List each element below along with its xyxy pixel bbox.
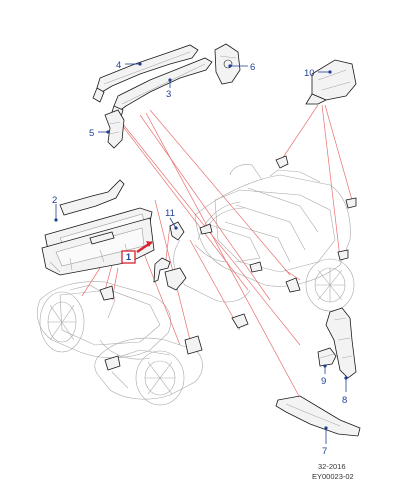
part-bracket-8 xyxy=(325,307,357,379)
reference-figure-id: EY00023-02 xyxy=(312,472,354,481)
part-clip-11 xyxy=(169,221,185,241)
callout-8: 8 xyxy=(342,395,347,406)
callout-5: 5 xyxy=(89,128,94,139)
callout-3: 3 xyxy=(166,89,171,100)
reference-date-code: 32-2016 xyxy=(318,462,346,471)
callout-6: 6 xyxy=(250,62,255,73)
part-upper-rail xyxy=(92,44,213,121)
callout-1-highlight-box xyxy=(121,250,136,264)
part-panel-2 xyxy=(41,179,155,276)
red-arrowhead-icon xyxy=(146,241,152,247)
callout-1: 1 xyxy=(126,252,131,262)
part-bracket-6 xyxy=(214,43,241,85)
chassis-linework xyxy=(37,164,355,406)
callout-4: 4 xyxy=(116,60,121,71)
callout-9: 9 xyxy=(321,376,326,387)
part-clip-1 xyxy=(153,257,187,291)
part-sill-7 xyxy=(275,395,361,437)
callout-7: 7 xyxy=(322,446,327,457)
callouts: 4 6 3 5 10 2 11 1 9 xyxy=(52,60,348,457)
part-block-9 xyxy=(317,347,337,367)
part-component-10 xyxy=(305,59,357,105)
part-bracket-5 xyxy=(104,109,125,149)
reference-block: 32-2016 EY00023-02 xyxy=(312,462,354,481)
part-fasteners xyxy=(99,155,357,371)
callout-11: 11 xyxy=(165,208,175,219)
callout-2: 2 xyxy=(52,195,57,206)
callout-10: 10 xyxy=(304,68,315,79)
